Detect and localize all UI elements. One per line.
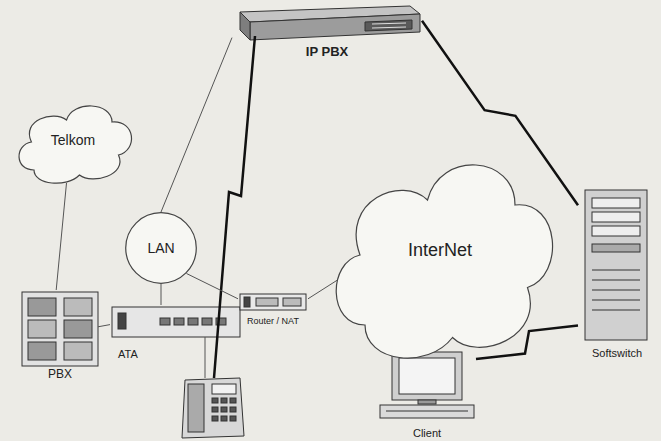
ata-device: [160, 318, 170, 325]
router-device: [240, 294, 306, 310]
network-link: [56, 183, 66, 290]
desk-phone: [221, 416, 227, 421]
router-node: Router / NAT: [238, 292, 308, 326]
network-link: [187, 274, 239, 299]
softswitch-server: [585, 190, 647, 340]
pbx-cabinet: [28, 320, 56, 338]
ata-device: [174, 318, 184, 325]
softswitch-server: [592, 270, 640, 271]
softswitch-server: [592, 300, 640, 301]
router-device: [244, 297, 250, 307]
node-label: Router / NAT: [245, 316, 301, 326]
softswitch-server: [592, 226, 640, 236]
desk-phone: [188, 384, 204, 432]
pbx-cabinet: [64, 342, 92, 360]
pbx-cabinet: [28, 342, 56, 360]
ata-phone-wire: [205, 337, 206, 378]
desk-phone: [212, 398, 218, 403]
pbx-node: PBX: [22, 290, 98, 382]
client-computer: [386, 411, 468, 412]
ip-pbx-device: [372, 23, 406, 24]
desk-phone: [230, 416, 236, 421]
desk-phone: [230, 398, 236, 403]
ip-pbx-device: [240, 12, 250, 40]
node-label: InterNet: [406, 240, 474, 261]
network-link: [98, 325, 110, 327]
softswitch-server: [592, 290, 640, 291]
ata-device: [118, 313, 126, 329]
node-label: LAN: [145, 240, 176, 256]
ip-pbx-device: [250, 14, 420, 40]
ata-device: [202, 318, 212, 325]
ata-device: [188, 318, 198, 325]
ata-device: [112, 307, 240, 337]
node-label: Telkom: [49, 132, 97, 148]
ata-phone-wire: [205, 337, 206, 378]
network-cloud: Telkom: [8, 90, 138, 190]
pbx-cabinet: [22, 292, 98, 366]
client-computer: [380, 352, 474, 418]
router-device: [240, 294, 306, 310]
ip-pbx-device: [372, 27, 406, 28]
softswitch-server: [592, 198, 640, 208]
client-computer: [399, 358, 455, 394]
softswitch-server: [592, 280, 640, 281]
softswitch-server: [592, 244, 640, 252]
network-link: [161, 38, 232, 212]
softswitch-server: [585, 190, 647, 340]
desk-phone: [212, 384, 236, 394]
desk-phone: [182, 378, 244, 438]
desk-phone: [221, 407, 227, 412]
network-link: [308, 280, 338, 299]
network-link: [161, 284, 162, 305]
softswitch-server: [592, 212, 640, 222]
pbx-cabinet: [28, 298, 56, 316]
pbx-cabinet: [22, 292, 98, 366]
client-node: Client: [378, 350, 476, 440]
desk-phone: [212, 407, 218, 412]
node-label: IP PBX: [304, 45, 350, 60]
desk-phone: [182, 378, 244, 438]
router-device: [256, 298, 278, 306]
node-label: Client: [411, 427, 443, 440]
outline: [336, 165, 552, 358]
ata-node: ATA: [110, 305, 242, 361]
node-label: Softswitch: [590, 347, 644, 360]
ip-pbx-device: [240, 6, 420, 40]
outline: [126, 213, 197, 284]
phone-wireless-link: [214, 36, 255, 378]
node-label: ATA: [116, 348, 140, 361]
softswitch-server: [592, 310, 640, 311]
outline: [19, 106, 131, 183]
pbx-cabinet: [64, 320, 92, 338]
desk-phone: [230, 407, 236, 412]
desk-phone: [221, 398, 227, 403]
router-device: [283, 298, 301, 306]
ip-pbx-device: [365, 20, 412, 31]
client-computer: [380, 405, 474, 418]
ata-device: [112, 307, 240, 337]
phone-wireless-link: [214, 36, 255, 378]
client-computer: [392, 352, 462, 400]
softswitch-node: Softswitch: [578, 188, 656, 360]
network-cloud: InterNet: [315, 125, 565, 375]
client-computer: [418, 400, 436, 404]
desk-phone: [212, 416, 218, 421]
pbx-cabinet: [64, 298, 92, 316]
ip-pbx-node: IP PBX: [232, 4, 422, 60]
lan-circle: LAN: [125, 212, 197, 284]
node-label: PBX: [46, 368, 74, 382]
